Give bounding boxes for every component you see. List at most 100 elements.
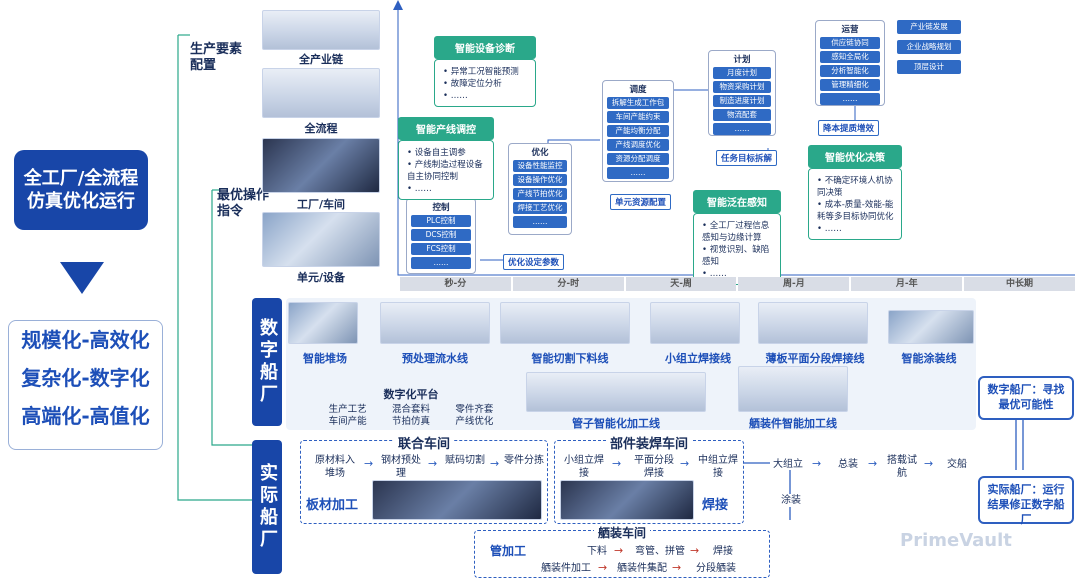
- flow-step: 舾装件加工: [541, 563, 591, 574]
- arrow-icon: →: [612, 457, 622, 470]
- watermark: PrimeVault: [900, 530, 1012, 551]
- optimize-item: 设备性能监控: [513, 160, 567, 172]
- time-tick: 月-年: [851, 277, 963, 291]
- group-optimize-title: 优化: [531, 148, 549, 158]
- plate-image: [372, 480, 542, 520]
- plan-item: 月度计划: [713, 67, 771, 79]
- flow-step-coat: 涂装: [774, 494, 808, 507]
- tag-weld: 焊接: [702, 498, 729, 513]
- operate-item: ……: [820, 93, 880, 105]
- outfit-line-image: [738, 366, 848, 412]
- plan-item: ……: [713, 123, 771, 135]
- group-plan-title: 计划: [733, 55, 751, 65]
- schedule-item: 资源分配调度: [607, 153, 669, 165]
- optimize-item: 焊接工艺优化: [513, 202, 567, 214]
- line-label: 智能涂装线: [901, 352, 957, 365]
- line-image: [888, 310, 974, 344]
- time-tick: 中长期: [964, 277, 1075, 291]
- optimize-item: 设备操作优化: [513, 174, 567, 186]
- card-line-control: 智能产线调控 设备自主调参产线制造过程设备自主协同控制……: [398, 117, 494, 200]
- flow-step: 零件分拣: [504, 455, 544, 466]
- goal-2: 复杂化-数字化: [9, 359, 162, 397]
- line-label: 预处理流水线: [402, 352, 468, 365]
- line-label: 小组立焊接线: [665, 352, 731, 365]
- unit-image: [262, 212, 380, 267]
- factory-image: [262, 138, 380, 193]
- operate-item: 管理精细化: [820, 79, 880, 91]
- group-plan: 计划 月度计划 物资采购计划 制造进度计划 物流配套 ……: [708, 50, 776, 136]
- flow-step: 分段舾装: [696, 563, 736, 574]
- line-image: [650, 302, 740, 344]
- arrow-icon: →: [812, 457, 822, 470]
- process-image: [262, 68, 380, 118]
- box-digital-optimal: 数字船厂：寻找最优可能性: [978, 376, 1074, 420]
- arrow-icon: →: [614, 544, 624, 557]
- line-image: [758, 302, 868, 344]
- group-control-title: 控制: [432, 203, 450, 213]
- flow-step: 平面分段焊接: [634, 455, 674, 479]
- arrow-icon: →: [364, 457, 374, 470]
- operate-item: 感知全局化: [820, 51, 880, 63]
- strategy-item: 企业战略规划: [897, 40, 961, 54]
- flow-step: 大组立: [773, 459, 803, 470]
- level-unit: 单元/设备: [296, 271, 346, 284]
- group-schedule: 调度 拆解生成工作包 车间产能约束 产能均衡分配 产线调度优化 资源分配调度 ……: [602, 80, 674, 182]
- arrow-icon: →: [680, 457, 690, 470]
- flow-step: 舾装件集配: [617, 563, 667, 574]
- flow-step: 中组立焊接: [698, 455, 738, 479]
- arrow-icon: →: [690, 544, 700, 557]
- platform-item: 混合套料: [391, 404, 430, 415]
- schedule-item: ……: [607, 167, 669, 179]
- arrow-icon: →: [672, 561, 682, 574]
- label-task-decomp: 任务目标拆解: [716, 150, 778, 166]
- flow-step: 赋码切割: [445, 455, 485, 466]
- optimize-item: ……: [513, 216, 567, 228]
- chain-image: [262, 10, 380, 50]
- flow-step: 下料: [587, 546, 607, 557]
- schedule-item: 产能均衡分配: [607, 125, 669, 137]
- line-image: [500, 302, 630, 344]
- line-label: 舾装件智能加工线: [749, 417, 837, 430]
- plan-item: 物流配套: [713, 109, 771, 121]
- digital-shipyard-label: 数字船厂: [252, 298, 282, 426]
- goal-3: 高端化-高值化: [9, 397, 162, 435]
- operate-item: 供应链协同: [820, 37, 880, 49]
- schedule-item: 产线调度优化: [607, 139, 669, 151]
- card-ubiquitous-sensing: 智能泛在感知 全工厂过程信息感知与边缘计算视觉识别、缺陷感知……: [693, 190, 781, 285]
- platform-item: 产线优化: [455, 416, 494, 427]
- arrow-icon: →: [924, 457, 934, 470]
- arrow-icon: →: [490, 457, 500, 470]
- line-label: 薄板平面分段焊接线: [765, 352, 865, 365]
- shop-joint-title: 联合车间: [300, 433, 548, 452]
- schedule-item: 拆解生成工作包: [607, 97, 669, 109]
- operate-item: 分析智能化: [820, 65, 880, 77]
- weld-image: [560, 480, 694, 520]
- platform-item: 生产工艺: [328, 404, 367, 415]
- platform-item: 零件齐套: [455, 404, 494, 415]
- card-device-diagnosis: 智能设备诊断 异常工况智能预测故障定位分析……: [434, 36, 536, 107]
- group-control: 控制 PLC控制 DCS控制 FCS控制 ……: [406, 198, 476, 274]
- group-operate-title: 运营: [841, 25, 859, 35]
- shop-weld-title: 部件装焊车间: [554, 433, 744, 452]
- platform-item: 节拍仿真: [391, 416, 430, 427]
- pipe-line-image: [526, 372, 706, 412]
- plan-item: 物资采购计划: [713, 81, 771, 93]
- main-title: 全工厂/全流程仿真优化运行: [14, 150, 148, 230]
- line-image: [380, 302, 490, 344]
- level-factory: 工厂/车间: [296, 198, 346, 211]
- platform-title: 数字化平台: [383, 388, 439, 401]
- side-label-instruction: 最优操作指令: [217, 188, 270, 219]
- label-opt-param: 优化设定参数: [503, 254, 565, 270]
- time-tick: 秒-分: [400, 277, 511, 291]
- real-shipyard-label: 实际船厂: [252, 440, 282, 574]
- line-label: 智能堆场: [303, 352, 347, 365]
- flow-step: 焊接: [713, 546, 733, 557]
- level-process: 全流程: [304, 122, 338, 135]
- control-item: FCS控制: [411, 243, 471, 255]
- flow-step: 交船: [947, 459, 967, 470]
- group-optimize: 优化 设备性能监控 设备操作优化 产线节拍优化 焊接工艺优化 ……: [508, 143, 572, 235]
- control-item: PLC控制: [411, 215, 471, 227]
- arrow-icon: →: [598, 561, 608, 574]
- card-title: 智能产线调控: [398, 117, 494, 140]
